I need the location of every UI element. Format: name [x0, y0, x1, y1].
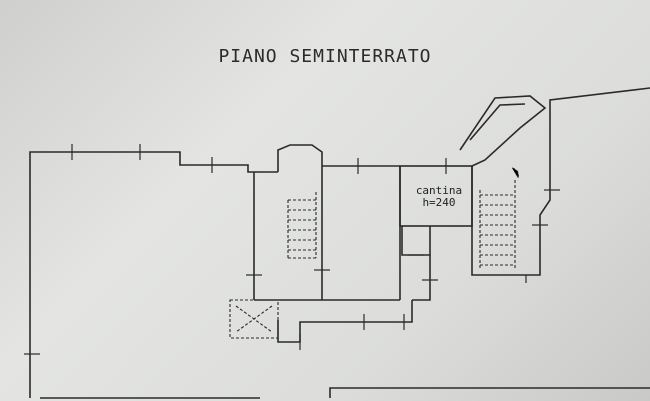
cantina-height: h=240: [422, 196, 456, 209]
bottom-wall-right: [329, 387, 650, 398]
plan-title: PIANO SEMINTERRATO: [218, 46, 432, 67]
cantina-label: cantina h=240: [404, 185, 474, 209]
cantina-passage: [401, 226, 431, 256]
right-stair-inner: [469, 103, 526, 141]
cantina-name: cantina: [415, 184, 463, 197]
outer-wall-left: [29, 151, 278, 398]
stair-entry-wall: [277, 144, 323, 172]
right-stair-top: [459, 95, 547, 167]
lower-right-wall: [412, 255, 431, 301]
right-stair-tower: [471, 87, 650, 276]
lower-corridor-wall: [277, 300, 413, 343]
